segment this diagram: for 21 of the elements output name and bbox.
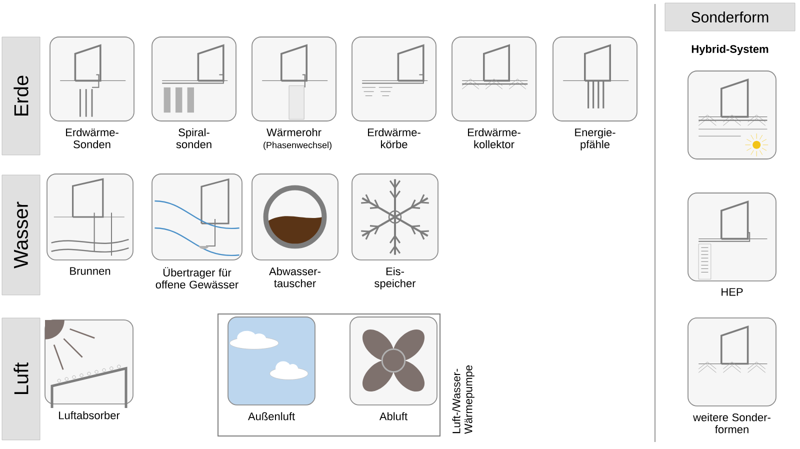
category-band: Sonderform xyxy=(664,2,796,32)
tile-caption: Wärmerohr (Phasenwechsel) xyxy=(264,128,332,150)
tile-caption: Luftabsorber xyxy=(59,411,120,420)
tile-caption: weitere Sonder- formen xyxy=(693,413,770,434)
tile-caption: Erdwärme- kollektor xyxy=(468,128,520,148)
tile-caption: Brunnen xyxy=(70,267,110,275)
tile-caption: Außenluft xyxy=(248,412,295,420)
tile-caption: Abluft xyxy=(379,412,408,420)
tile-caption: Abwasser- tauscher xyxy=(269,267,320,288)
tile-caption: Erdwärme- Sonden xyxy=(66,128,118,148)
tile-caption: Erdwärme- körbe xyxy=(368,128,420,148)
tile-caption: Übertrager für offene Gewässer xyxy=(156,267,238,288)
tile-caption: Energie- pfähle xyxy=(575,128,616,150)
category-band: Luft xyxy=(2,318,40,440)
column-heading: Hybrid-System xyxy=(692,44,768,56)
node-label: Luft-/Wasser- Wärmepumpe xyxy=(452,365,474,434)
category-band: Wasser xyxy=(2,174,40,296)
tile-caption: HEP xyxy=(722,288,743,296)
category-band: Erde xyxy=(2,36,40,156)
tile-caption: Eis- speicher xyxy=(374,267,416,290)
tile-caption: Spiral- sonden xyxy=(176,128,212,148)
